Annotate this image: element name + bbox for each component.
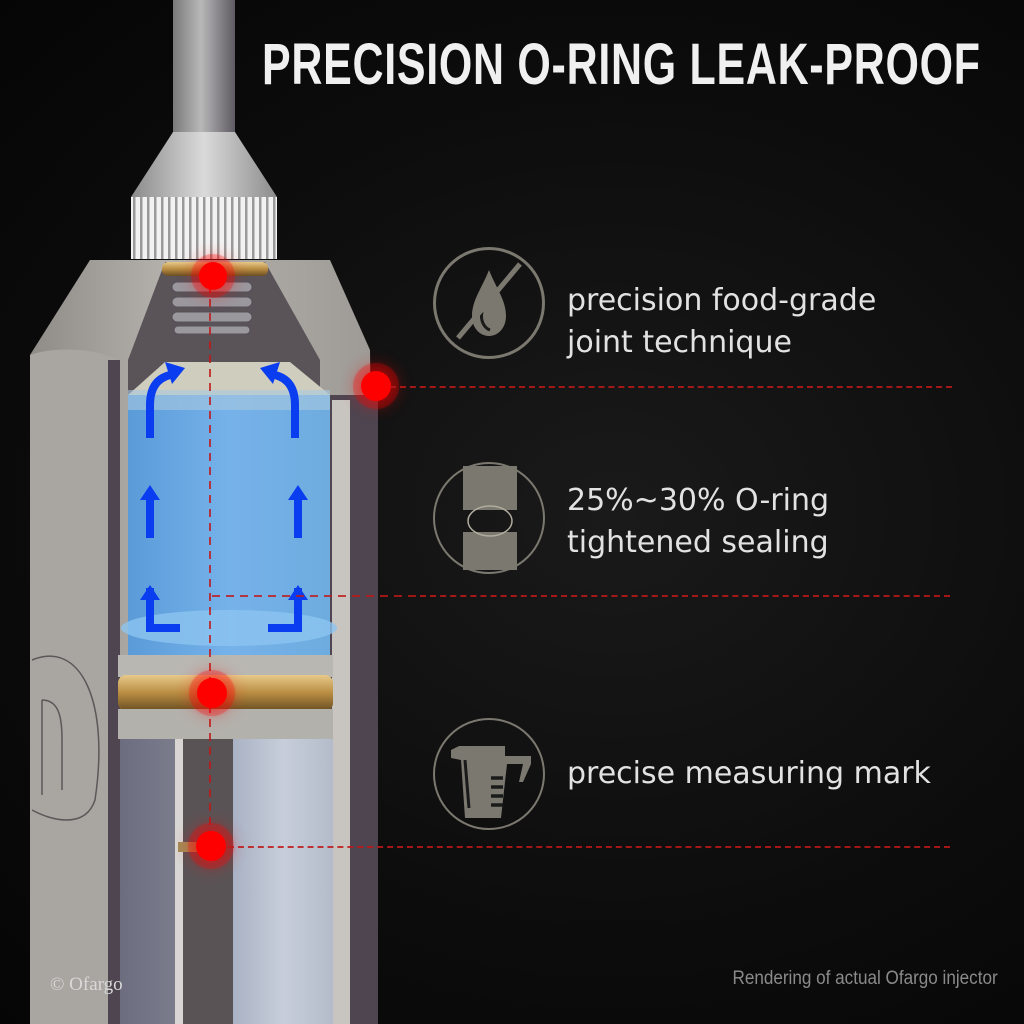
feature-3-text: precise measuring mark — [567, 753, 931, 795]
leader-line-3 — [228, 846, 950, 848]
feature-1-icon-badge — [433, 247, 545, 359]
feature-2-text: 25%~30% O-ring tightened sealing — [567, 480, 829, 564]
page-title: PRECISION O-RING LEAK-PROOF — [262, 32, 981, 97]
leader-line-1 — [390, 386, 952, 388]
feature-1-text: precision food-grade joint technique — [567, 280, 876, 364]
measuring-cup-icon — [451, 746, 531, 818]
marker-plunger-o-ring — [197, 678, 227, 708]
injector-cutaway-illustration — [30, 0, 420, 1024]
feature-1-line-2: joint technique — [567, 325, 792, 360]
copyright-watermark: © Ofargo — [50, 974, 123, 995]
feature-2-line-1: 25%~30% O-ring — [567, 483, 830, 518]
feature-1-line-1: precision food-grade — [567, 283, 877, 318]
marker-shell-joint — [361, 371, 391, 401]
feature-3-icon-badge — [433, 718, 545, 830]
marker-measuring-mark — [196, 831, 226, 861]
leader-line-2 — [420, 595, 950, 597]
rendering-caption: Rendering of actual Ofargo injector — [732, 968, 998, 989]
no-drip-icon — [456, 262, 522, 340]
feature-3-line-1: precise measuring mark — [567, 756, 931, 791]
feature-2-icon-badge — [433, 462, 545, 574]
feature-2-line-2: tightened sealing — [567, 525, 829, 560]
marker-top-o-ring — [199, 262, 227, 290]
o-ring-compression-icon — [463, 466, 517, 570]
